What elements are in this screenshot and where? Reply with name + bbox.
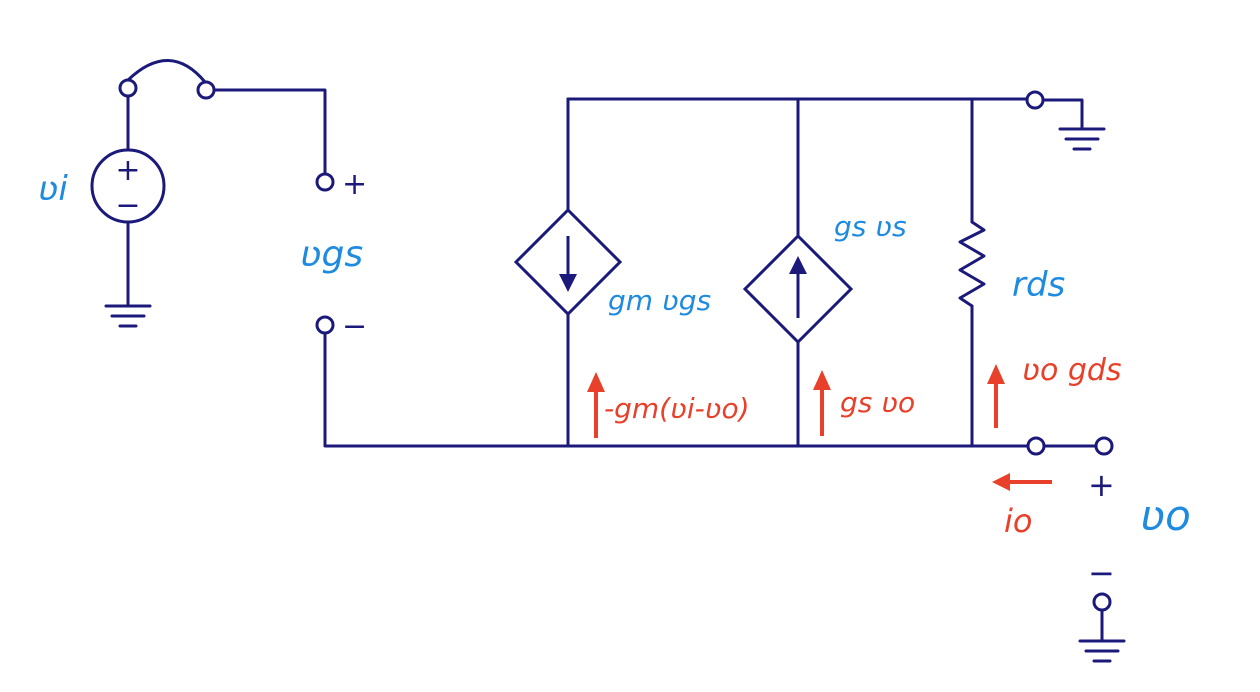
terminal-switch (196, 80, 216, 100)
label-vi: ʋi (38, 169, 68, 209)
terminal-output-inner (1026, 436, 1046, 456)
label-gm-vgs: gm ʋgs (608, 284, 711, 317)
label-current-gs: gs ʋo (840, 386, 915, 419)
dependent-source-gs: gs ʋs (742, 97, 907, 448)
terminal-output-minus (1092, 592, 1112, 612)
input-source-branch: + − ʋi (38, 95, 166, 328)
label-gs-vs: gs ʋs (834, 210, 907, 243)
switch-jumper: + ʋgs − (118, 59, 1032, 448)
voltage-source-vi (90, 148, 166, 224)
label-current-io: io (1004, 502, 1032, 540)
label-current-gm: -gm(ʋi-ʋo) (604, 392, 750, 425)
terminal-top-right (1025, 90, 1045, 110)
resistor-rds: rds (958, 97, 1065, 448)
vgs-minus-sign: − (342, 309, 367, 344)
terminal-source-top (118, 78, 138, 98)
label-vgs: ʋgs (300, 234, 363, 275)
jumper-arc (126, 59, 207, 84)
terminal-vgs-minus (315, 315, 335, 335)
label-current-rds: ʋo gds (1022, 353, 1122, 388)
ground-symbol-top (1058, 127, 1106, 151)
resistor-zigzag (958, 220, 986, 308)
vgs-plus-sign: + (342, 167, 367, 202)
wire-bottom-rail (323, 331, 1032, 448)
source-minus-sign: − (115, 188, 140, 223)
dependent-source-gm: gm ʋgs (513, 97, 711, 448)
vo-minus-sign: − (1088, 554, 1115, 592)
terminal-output-plus (1094, 436, 1114, 456)
wire-to-vgs-plus (212, 88, 327, 176)
source-plus-sign: + (115, 153, 140, 188)
vo-plus-sign: + (1088, 466, 1115, 504)
wire-to-ground-top (1041, 98, 1084, 130)
label-vo: ʋo (1140, 491, 1191, 540)
label-rds: rds (1012, 265, 1065, 305)
current-annotations: -gm(ʋi-ʋo) gs ʋo ʋo gds io (587, 353, 1122, 540)
ground-symbol-source (104, 304, 152, 328)
ground-symbol-output (1078, 639, 1126, 663)
output-port: + ʋo − (1026, 436, 1191, 663)
terminal-vgs-plus (315, 172, 335, 192)
